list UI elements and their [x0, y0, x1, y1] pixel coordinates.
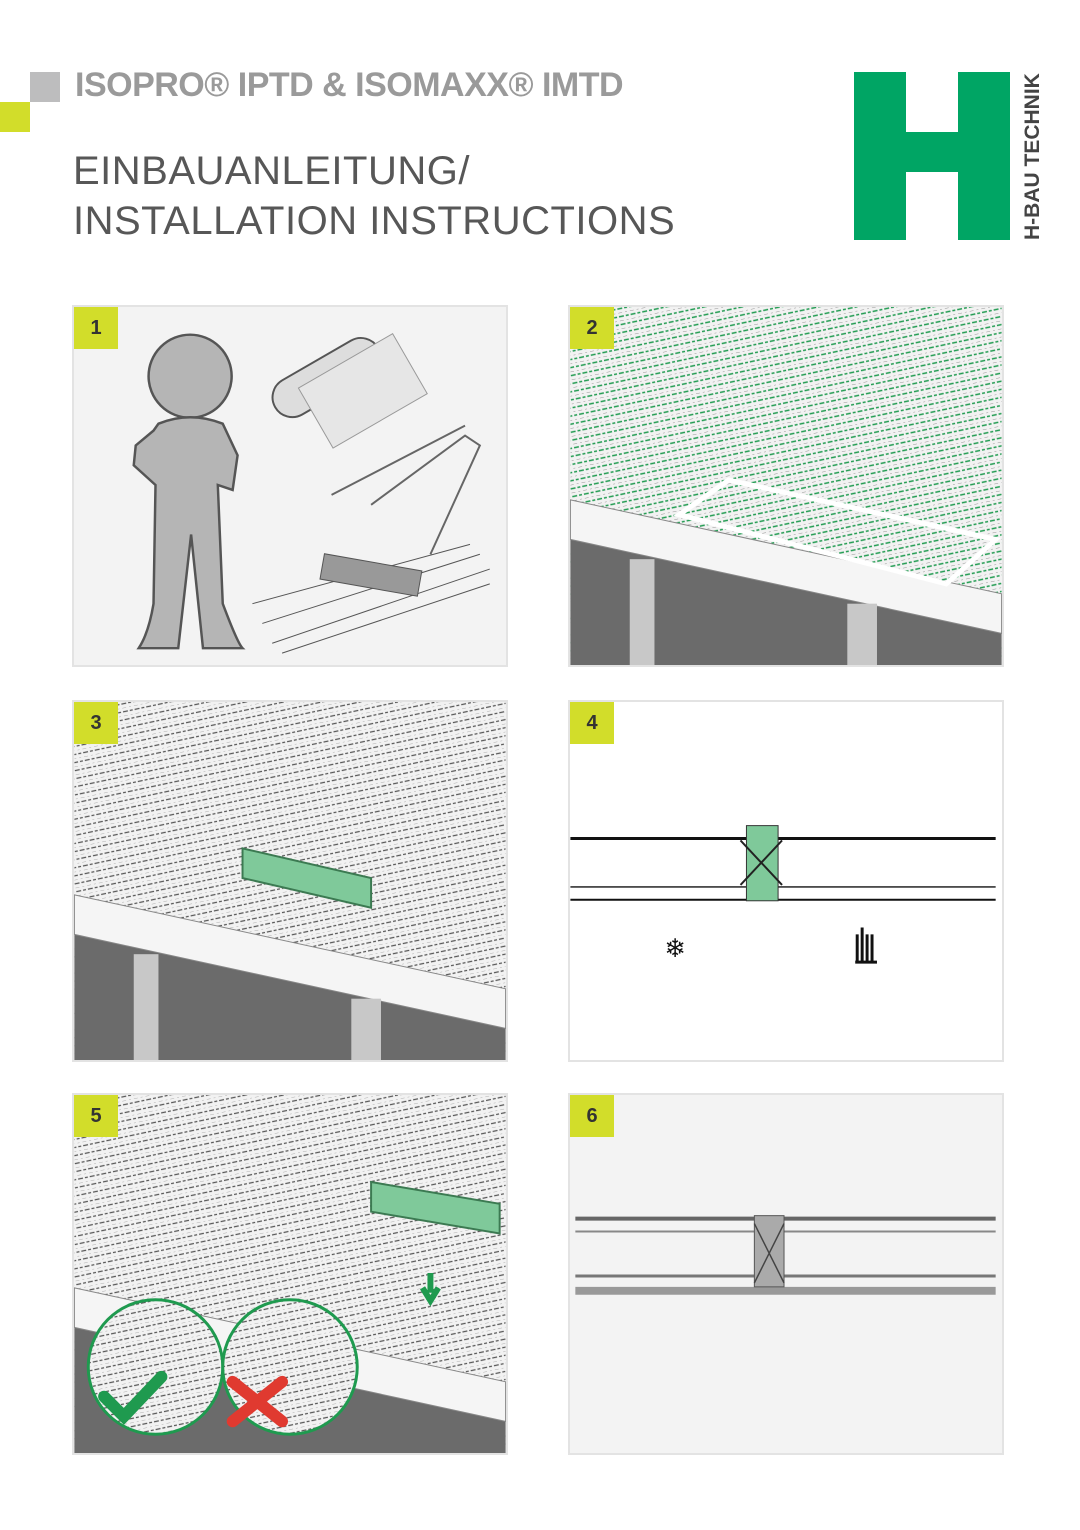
svg-text:H-BAU TECHNIK: H-BAU TECHNIK — [1021, 73, 1042, 240]
h-bau-technik-logo: H-BAU TECHNIK — [852, 70, 1044, 242]
step-6-panel: 6 — [568, 1093, 1004, 1455]
step-number-badge: 4 — [570, 702, 614, 744]
product-subtitle: ISOPRO® IPTD & ISOMAXX® IMTD — [75, 66, 624, 104]
concrete-section-illustration — [575, 1215, 996, 1295]
header-yellow-square — [0, 102, 30, 132]
title-line-2: INSTALLATION INSTRUCTIONS — [73, 199, 676, 243]
element-placement-illustration — [74, 702, 506, 1060]
step-number-badge: 2 — [570, 307, 614, 349]
step-1-panel: 1 — [72, 305, 508, 667]
step-2-panel: 2 — [568, 305, 1004, 667]
svg-text:❄: ❄ — [664, 934, 686, 964]
step-number-badge: 5 — [74, 1095, 118, 1137]
correct-incorrect-illustration — [74, 1095, 506, 1453]
step-5-panel: 5 — [72, 1093, 508, 1455]
step-number-badge: 6 — [570, 1095, 614, 1137]
title-line-1: EINBAUANLEITUNG/ — [73, 149, 470, 193]
page-title: EINBAUANLEITUNG/ INSTALLATION INSTRUCTIO… — [73, 146, 675, 246]
step-number-badge: 1 — [74, 307, 118, 349]
tools-and-worker-illustration — [132, 333, 490, 654]
step-3-panel: 3 — [72, 700, 508, 1062]
step-4-panel: 4 ❄ — [568, 700, 1004, 1062]
section-view-illustration: ❄ — [570, 825, 996, 964]
step-number-badge: 3 — [74, 702, 118, 744]
reinforcement-mesh-illustration — [570, 307, 1002, 665]
header-gray-square — [30, 72, 60, 102]
